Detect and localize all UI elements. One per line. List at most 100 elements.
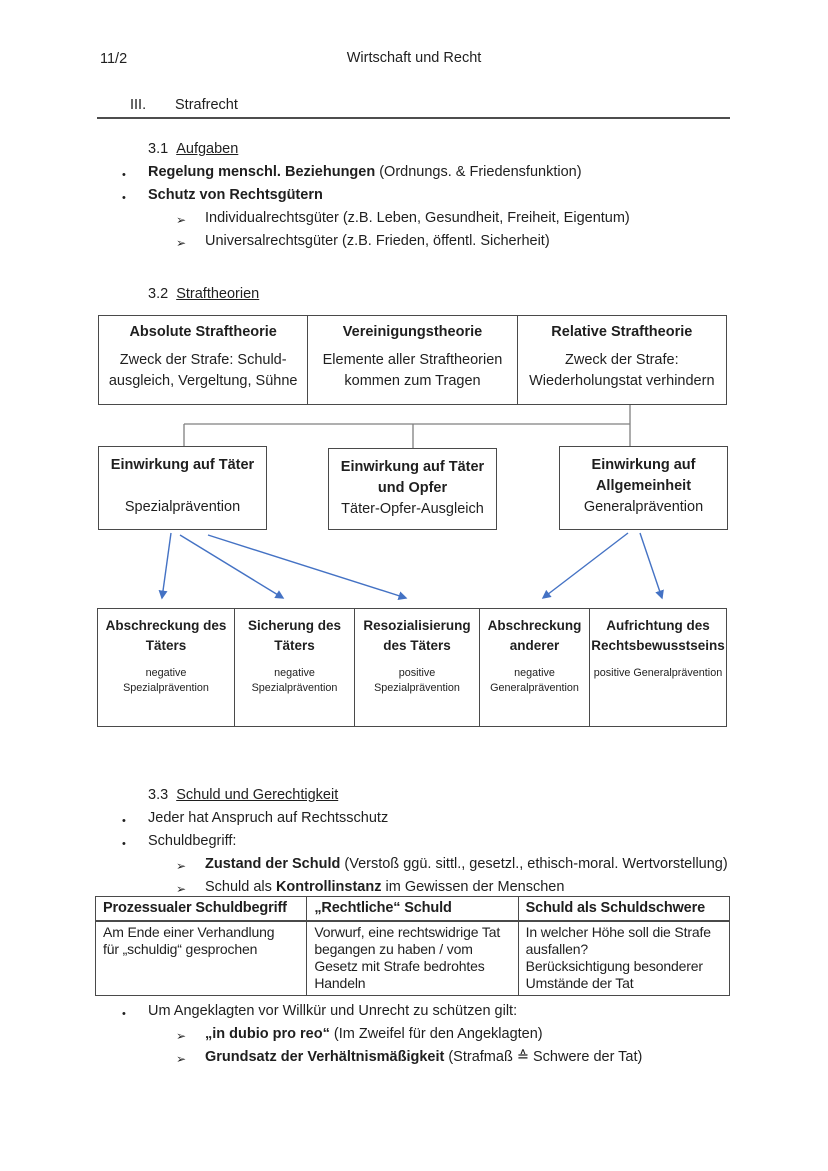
bullet-rechtsschutz-text: Jeder hat Anspruch auf Rechtsschutz — [148, 810, 389, 826]
chevron-bullet-icon: ➢ — [176, 236, 187, 250]
bullet-willkuer-schutz-text: Um Angeklagten vor Willkür und Unrecht z… — [148, 1003, 518, 1019]
bullet-schuldbegriff: • Schuldbegriff: — [122, 832, 236, 850]
theory-body-line: ausgleich, Vergeltung, Sühne — [108, 373, 298, 389]
cell-text-line: Vorwurf, eine rechtswidrige Tat — [314, 924, 501, 940]
subsection-3-1-number: 3.1 — [148, 141, 169, 157]
effect-title-line: Einwirkung auf — [591, 457, 696, 473]
subitem-kontrollinstanz-pre: Schuld als — [205, 879, 276, 895]
goal-title-line: Rechtsbewusstseins — [591, 638, 725, 653]
section-heading-numeral: III. — [130, 97, 147, 113]
cell-text-line: Gesetz mit Strafe bedrohtes — [314, 958, 485, 974]
subsection-3-3-heading: 3.3 Schuld und Gerechtigkeit — [148, 786, 338, 804]
bullet-regelung: • Regelung menschl. Beziehungen (Ordnung… — [122, 163, 582, 181]
bullet-regelung-rest: (Ordnungs. & Friedensfunktion) — [375, 164, 582, 180]
bullet-schutz: • Schutz von Rechtsgütern — [122, 186, 323, 204]
chevron-bullet-icon: ➢ — [176, 213, 187, 227]
theory-body-line: kommen zum Tragen — [344, 373, 481, 389]
subitem-kontrollinstanz-bold: Kontrollinstanz — [275, 879, 382, 895]
subitem-individualrechtsgueter-text: Individualrechtsgüter (z.B. Leben, Gesun… — [205, 210, 630, 226]
effect-title-line — [99, 476, 266, 497]
theory-body-line: Elemente aller Straftheorien — [322, 352, 503, 368]
goal-sub-line: negative — [145, 667, 187, 679]
effect-title-line: Einwirkung auf Täter — [110, 457, 255, 473]
goal-title-line: Abschreckung des — [105, 618, 227, 633]
theory-body-line: Zweck der Strafe: Schuld- — [119, 352, 287, 368]
goal-title-line: des Täters — [383, 638, 451, 653]
theory-cell-vereinigung: Vereinigungstheorie Elemente aller Straf… — [307, 316, 516, 404]
goal-sub-line: Generalprävention — [490, 682, 579, 694]
goal-title-line: Täters — [274, 638, 315, 653]
subitem-verhaeltnis-bold: Grundsatz der Verhältnismäßigkeit — [205, 1049, 445, 1065]
subsection-3-2-title: Straftheorien — [176, 286, 260, 302]
theory-title: Absolute Straftheorie — [129, 324, 277, 340]
schuld-cell-prozessual: Am Ende einer Verhandlung für „schuldig“… — [96, 922, 306, 995]
subitem-zustand-bold: Zustand der Schuld — [205, 856, 341, 872]
straftheorien-table: Absolute Straftheorie Zweck der Strafe: … — [98, 315, 727, 405]
subsection-3-3-number: 3.3 — [148, 787, 169, 803]
goal-title-line: anderer — [509, 638, 560, 653]
cell-text-line: für „schuldig“ gesprochen — [103, 941, 258, 957]
chevron-bullet-icon: ➢ — [176, 882, 187, 896]
subitem-dubio-rest: (Im Zweifel für den Angeklagten) — [329, 1026, 543, 1042]
theory-body-line: Zweck der Strafe: — [565, 352, 679, 368]
effect-title-line: Allgemeinheit — [595, 478, 692, 494]
section-heading-title: Strafrecht — [175, 97, 238, 113]
bullet-icon: • — [122, 838, 126, 850]
subitem-individualrechtsgueter: ➢ Individualrechtsgüter (z.B. Leben, Ges… — [176, 209, 630, 227]
generalpraevention-arrow-icons — [541, 532, 664, 600]
cell-text-line: Berücksichtigung besonderer — [525, 958, 703, 974]
cell-text-line: In welcher Höhe soll die Strafe — [525, 924, 711, 940]
goal-title-line: Abschreckung — [487, 618, 582, 633]
subitem-kontrollinstanz: ➢ Schuld als Kontrollinstanz im Gewissen… — [176, 878, 565, 896]
theory-cell-absolute: Absolute Straftheorie Zweck der Strafe: … — [99, 316, 307, 404]
goal-sub-line: negative — [274, 667, 315, 679]
goal-sub-line: Spezialprävention — [123, 682, 209, 694]
effect-body: Täter-Opfer-Ausgleich — [341, 501, 484, 517]
effect-body: Generalprävention — [583, 499, 704, 515]
subitem-verhaeltnis-rest: (Strafmaß ≙ Schwere der Tat) — [444, 1049, 643, 1065]
effect-box-taeter-opfer: Einwirkung auf Täter und Opfer Täter-Opf… — [328, 448, 497, 530]
theory-title: Relative Straftheorie — [551, 324, 693, 340]
cell-text-line: Handeln — [314, 975, 366, 991]
goal-cell-resozialisierung: Resozialisierung des Täters positive Spe… — [354, 609, 479, 726]
subsection-3-2-heading: 3.2 Straftheorien — [148, 285, 259, 303]
schuld-header-schuldschwere: Schuld als Schuldschwere — [517, 897, 729, 920]
bullet-icon: • — [122, 815, 126, 827]
schuldbegriff-table: Prozessualer Schuldbegriff „Rechtliche“ … — [95, 896, 730, 996]
goal-cell-abschreckung-taeter: Abschreckung des Täters negative Spezial… — [98, 609, 234, 726]
effect-box-taeter: Einwirkung auf Täter Spezialprävention — [98, 446, 267, 530]
chevron-bullet-icon: ➢ — [176, 859, 187, 873]
schuld-cell-rechtlich: Vorwurf, eine rechtswidrige Tat begangen… — [306, 922, 517, 995]
tree-connector-lines — [183, 405, 631, 448]
subsection-3-2-number: 3.2 — [148, 286, 169, 302]
schuld-table-body-row: Am Ende einer Verhandlung für „schuldig“… — [96, 922, 729, 995]
goal-title-line: Täters — [145, 638, 187, 653]
effect-title-line: und Opfer — [377, 480, 448, 496]
praeventionsziele-table: Abschreckung des Täters negative Spezial… — [97, 608, 727, 727]
bullet-icon: • — [122, 169, 126, 181]
subsection-3-3-title: Schuld und Gerechtigkeit — [176, 787, 339, 803]
page-number: 11/2 — [100, 51, 128, 67]
chevron-bullet-icon: ➢ — [176, 1029, 187, 1043]
spezialpraevention-arrow-icons — [158, 532, 408, 601]
bullet-regelung-bold: Regelung menschl. Beziehungen — [148, 164, 376, 180]
goal-title-line: Resozialisierung — [363, 618, 471, 633]
goal-sub-line: negative — [514, 667, 555, 679]
chevron-bullet-icon: ➢ — [176, 1052, 187, 1066]
schuld-header-prozessual: Prozessualer Schuldbegriff — [103, 900, 287, 916]
bullet-willkuer-schutz: • Um Angeklagten vor Willkür und Unrecht… — [122, 1002, 518, 1020]
course-title: Wirtschaft und Recht — [346, 50, 482, 66]
subitem-zustand-rest: (Verstoß ggü. sittl., gesetzl., ethisch-… — [340, 856, 728, 872]
effect-box-allgemeinheit: Einwirkung auf Allgemeinheit Generalpräv… — [559, 446, 728, 530]
goal-sub-line: Spezialprävention — [251, 682, 338, 694]
goal-sub-line: positive Generalprävention — [593, 667, 723, 679]
theory-title: Vereinigungstheorie — [342, 324, 483, 340]
subitem-kontrollinstanz-rest: im Gewissen der Menschen — [381, 879, 565, 895]
schuld-table-header-row: Prozessualer Schuldbegriff „Rechtliche“ … — [96, 897, 729, 922]
bullet-rechtsschutz: • Jeder hat Anspruch auf Rechtsschutz — [122, 809, 389, 827]
goal-cell-aufrichtung-rechtsbewusstsein: Aufrichtung des Rechtsbewusstseins posit… — [589, 609, 726, 726]
cell-text-line: ausfallen? — [525, 941, 588, 957]
effect-title-line: Einwirkung auf Täter — [340, 459, 485, 475]
subitem-zustand-der-schuld: ➢ Zustand der Schuld (Verstoß ggü. sittl… — [176, 855, 728, 873]
